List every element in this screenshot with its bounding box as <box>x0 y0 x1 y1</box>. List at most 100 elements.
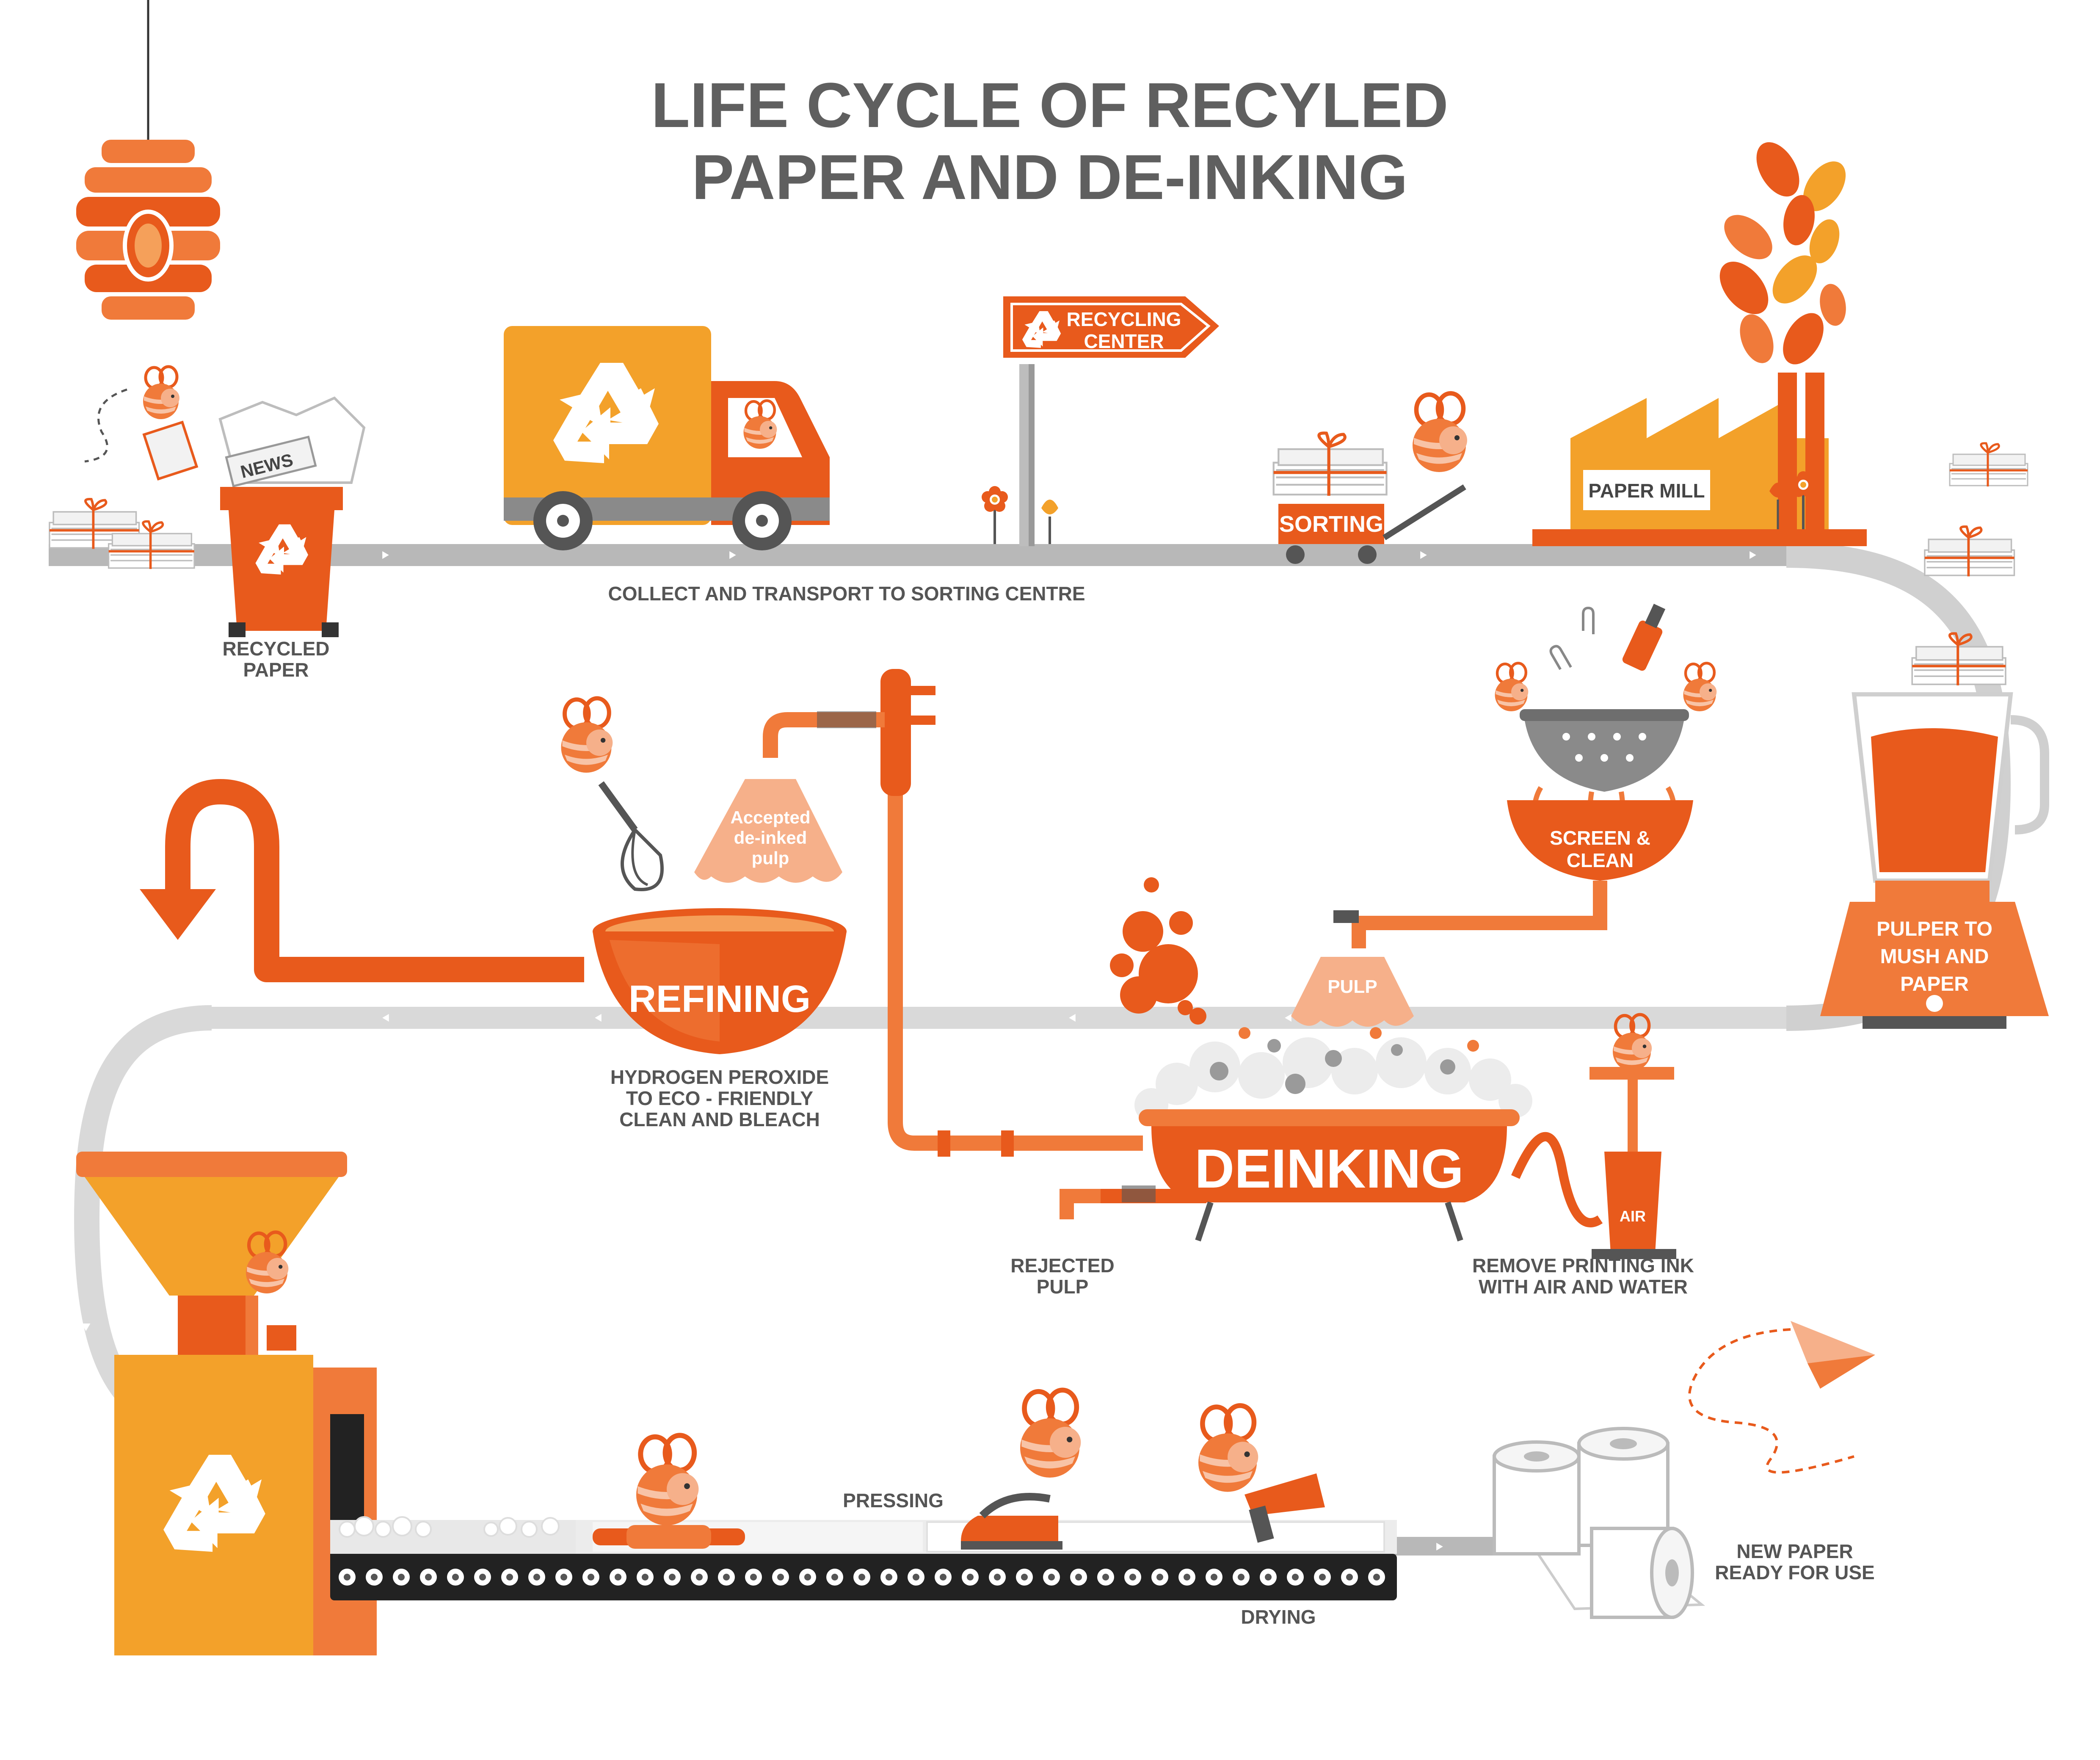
recycling-center-label-1: RECYCLING <box>1067 308 1181 330</box>
rejected-label-1: REJECTED <box>1010 1254 1114 1276</box>
recycling-center-label-2: CENTER <box>1084 330 1164 352</box>
conveyor-roller-hub <box>723 1574 730 1580</box>
conveyor-roller-hub <box>1102 1574 1109 1580</box>
whisk-icon <box>561 698 664 891</box>
new-paper-label-2: READY FOR USE <box>1715 1561 1874 1583</box>
rolling-pin-icon <box>593 1435 745 1549</box>
conveyor-roller-hub <box>831 1574 838 1580</box>
blender-icon: PULPER TO MUSH AND PAPER <box>1820 692 2049 1029</box>
glue-icon <box>1622 604 1666 671</box>
deinking-label: DEINKING <box>1195 1138 1464 1199</box>
conveyor-roller-hub <box>1211 1574 1217 1580</box>
accepted-label-2: de-inked <box>734 828 807 848</box>
conveyor-roller-hub <box>1292 1574 1299 1580</box>
pulper-label-3: PAPER <box>1900 973 1969 995</box>
conveyor-roller-hub <box>1184 1574 1190 1580</box>
pipe-pulp: PULP <box>1291 881 1607 1027</box>
conveyor-roller-hub <box>1373 1574 1380 1580</box>
conveyor-roller-hub <box>560 1574 567 1580</box>
recycled-paper-label-1: RECYCLED <box>222 638 329 660</box>
paper-stack-1 <box>1950 443 2028 486</box>
remove-ink-label-2: WITH AIR AND WATER <box>1479 1276 1688 1298</box>
conveyor-roller-hub <box>533 1574 540 1580</box>
pressing-label: PRESSING <box>843 1489 944 1511</box>
cart-icon: SORTING <box>1274 393 1467 564</box>
screen-label-1: SCREEN & <box>1550 827 1650 849</box>
conveyor-roller-hub <box>1048 1574 1055 1580</box>
accepted-label-3: pulp <box>752 848 789 868</box>
factory-icon: PAPER MILL <box>1532 373 1867 546</box>
bowl-icon: REFINING <box>593 908 847 1054</box>
paper-stack-3 <box>1912 633 2006 685</box>
recycled-paper-label-2: PAPER <box>243 659 309 681</box>
pulper-label-2: MUSH AND <box>1880 945 1989 968</box>
recycling-bin-icon: NEWS <box>50 367 366 637</box>
conveyor-roller-hub <box>1021 1574 1028 1580</box>
conveyor-roller-hub <box>1346 1574 1353 1580</box>
pulper-label-1: PULPER TO <box>1876 918 1992 940</box>
bathtub-icon: DEINKING <box>1060 1027 1532 1242</box>
conveyor-roller-hub <box>479 1574 486 1580</box>
conveyor-roller-hub <box>858 1574 865 1580</box>
rejected-label-2: PULP <box>1037 1276 1089 1298</box>
conveyor-roller-hub <box>425 1574 432 1580</box>
conveyor-roller-hub <box>1156 1574 1163 1580</box>
conveyor-roller-hub <box>696 1574 703 1580</box>
bubbles-icon <box>1110 877 1206 1025</box>
screen-label-2: CLEAN <box>1567 849 1634 871</box>
conveyor-roller-hub <box>777 1574 784 1580</box>
leaves-icon <box>1719 142 1846 365</box>
conveyor-roller-hub <box>1319 1574 1326 1580</box>
title-line-1: LIFE CYCLE OF RECYLED <box>651 69 1448 141</box>
paper-stack-2 <box>1925 527 2014 576</box>
refining-label: REFINING <box>629 978 811 1020</box>
conveyor-roller-hub <box>669 1574 676 1580</box>
conveyor-roller-hub <box>642 1574 648 1580</box>
conveyor-roller-hub <box>994 1574 1001 1580</box>
flower-icon <box>982 486 1058 544</box>
title-line-2: PAPER AND DE-INKING <box>692 141 1408 213</box>
conveyor-roller-hub <box>1265 1574 1272 1580</box>
conveyor-roller-hub <box>1129 1574 1136 1580</box>
signpost-icon: RECYCLING CENTER <box>1003 296 1219 546</box>
hydrogen-label-2: TO ECO - FRIENDLY <box>626 1087 813 1109</box>
new-paper-label-1: NEW PAPER <box>1736 1540 1853 1562</box>
hair-dryer-icon <box>1198 1406 1325 1543</box>
conveyor-roller-hub <box>398 1574 405 1580</box>
pipe-accepted: Accepted de-inked pulp <box>694 669 1143 1157</box>
conveyor-roller-hub <box>750 1574 757 1580</box>
conveyor-roller-hub <box>886 1574 892 1580</box>
air-label: AIR <box>1620 1207 1646 1225</box>
paper-plane-icon <box>1688 1321 1875 1474</box>
toilet-paper-icon <box>1493 1427 1705 1619</box>
pulp-label: PULP <box>1327 976 1377 997</box>
remove-ink-label-1: REMOVE PRINTING INK <box>1472 1254 1694 1276</box>
process-track <box>49 542 2011 1556</box>
hydrogen-label-1: HYDROGEN PEROXIDE <box>610 1066 829 1088</box>
paperclip-icon <box>1582 606 1595 634</box>
conveyor-roller-hub <box>371 1574 378 1580</box>
conveyor-roller-hub <box>1238 1574 1245 1580</box>
conveyor-roller-hub <box>506 1574 513 1580</box>
truck-icon <box>504 326 830 550</box>
iron-icon <box>961 1390 1081 1550</box>
drying-label: DRYING <box>1241 1606 1316 1628</box>
colander-icon: SCREEN & CLEAN <box>1495 604 1717 881</box>
conveyor-roller-hub <box>452 1574 459 1580</box>
paper-mill-label: PAPER MILL <box>1588 480 1705 502</box>
air-pump-icon: AIR <box>1511 1014 1676 1259</box>
conveyor-roller-hub <box>588 1574 594 1580</box>
conveyor-roller-hub <box>913 1574 919 1580</box>
hydrogen-label-3: CLEAN AND BLEACH <box>619 1108 820 1130</box>
u-turn-arrow-icon <box>140 779 584 982</box>
accepted-label-1: Accepted <box>730 807 810 827</box>
conveyor-roller-hub <box>804 1574 811 1580</box>
conveyor-roller-hub <box>967 1574 974 1580</box>
conveyor-roller-hub <box>615 1574 621 1580</box>
conveyor-roller-hub <box>344 1574 350 1580</box>
conveyor-belt-icon <box>330 1516 1397 1600</box>
collect-label: COLLECT AND TRANSPORT TO SORTING CENTRE <box>608 583 1085 605</box>
sorting-label: SORTING <box>1279 511 1383 537</box>
conveyor-roller-hub <box>940 1574 947 1580</box>
